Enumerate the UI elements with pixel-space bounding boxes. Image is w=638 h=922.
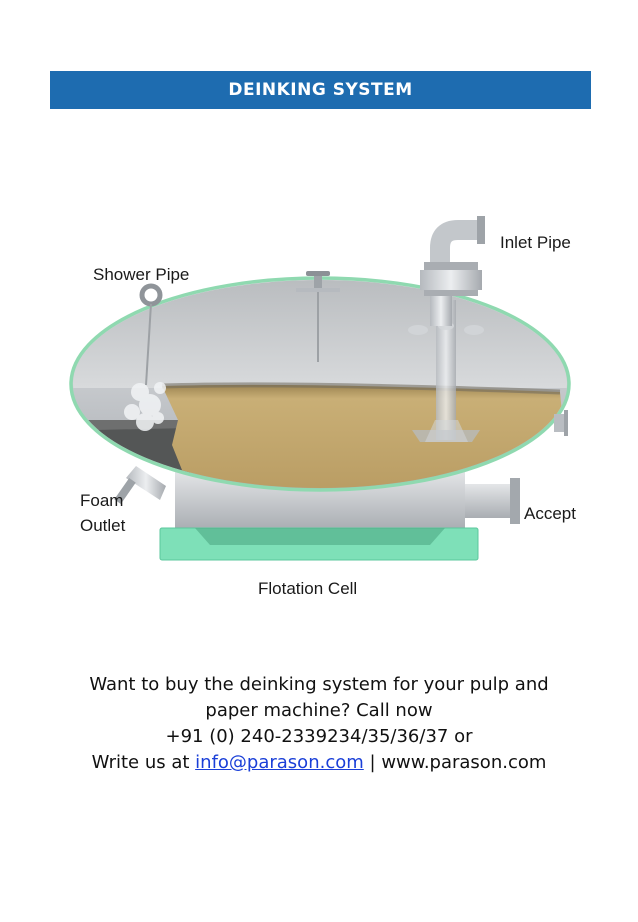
cta-line-1: Want to buy the deinking system for your… bbox=[89, 674, 549, 695]
shower-pipe bbox=[139, 283, 163, 386]
tank-vessel bbox=[69, 276, 571, 492]
cta-line-2: paper machine? Call now bbox=[205, 700, 433, 721]
cta-separator: | bbox=[369, 752, 376, 773]
accept-label: Accept bbox=[524, 504, 576, 523]
website-text: www.parason.com bbox=[381, 752, 547, 773]
inlet-pipe bbox=[420, 216, 485, 326]
top-valve bbox=[296, 271, 340, 292]
title-banner: DEINKING SYSTEM bbox=[50, 71, 591, 109]
page-title: DEINKING SYSTEM bbox=[228, 80, 413, 100]
accept-pipe bbox=[465, 478, 520, 524]
contact-callout: Want to buy the deinking system for your… bbox=[40, 672, 598, 776]
cta-line-4: Write us at info@parason.com | www.paras… bbox=[40, 750, 598, 776]
foam-outlet-label-line1: Foam bbox=[80, 491, 124, 510]
cta-phone: +91 (0) 240-2339234/35/36/37 or bbox=[165, 726, 473, 747]
foam-outlet-label-line2: Outlet bbox=[80, 516, 126, 535]
email-link[interactable]: info@parason.com bbox=[195, 752, 364, 773]
side-nozzle bbox=[554, 410, 568, 436]
cta-write-prefix: Write us at bbox=[91, 752, 190, 773]
shower-pipe-label: Shower Pipe bbox=[93, 265, 190, 284]
inlet-pipe-label: Inlet Pipe bbox=[500, 233, 571, 252]
foam-outlet-nozzle bbox=[114, 466, 166, 504]
flotation-cell-label: Flotation Cell bbox=[258, 579, 358, 598]
tank-base bbox=[159, 470, 479, 561]
